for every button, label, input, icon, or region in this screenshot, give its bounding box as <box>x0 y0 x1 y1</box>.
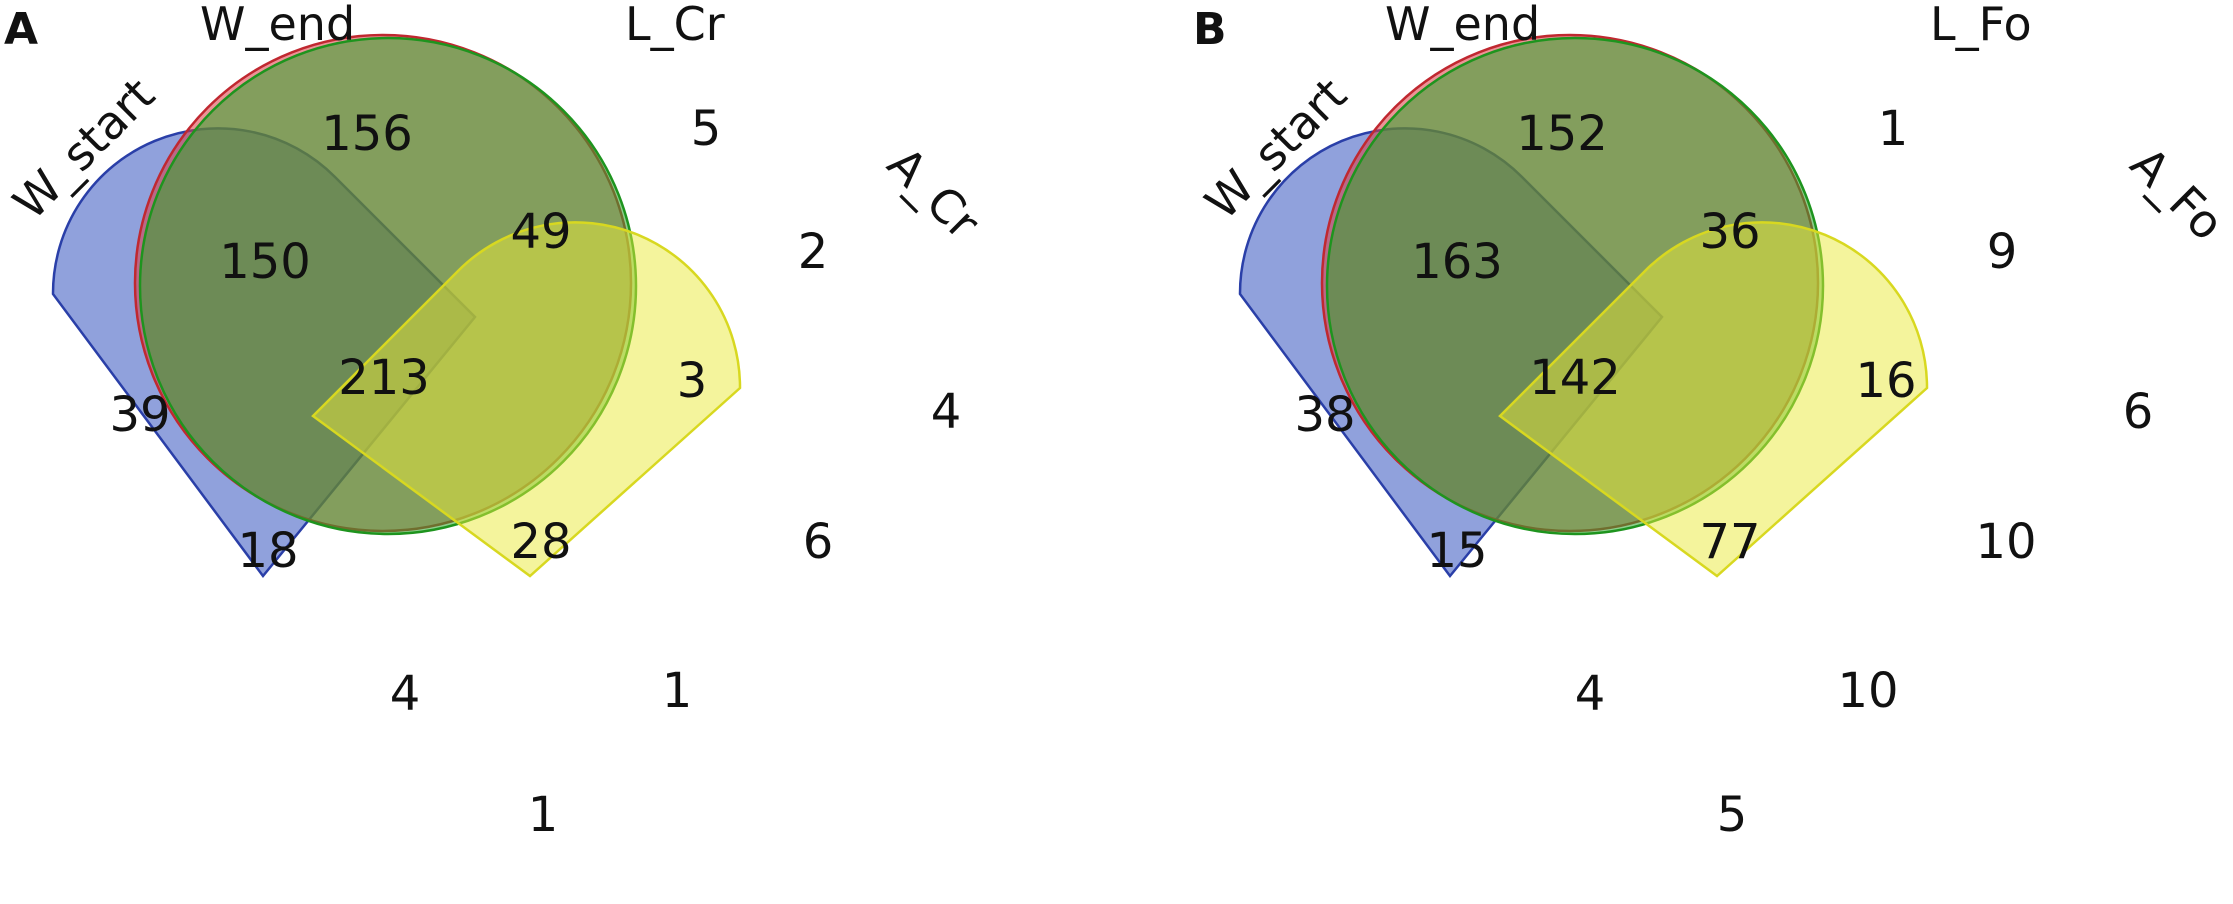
count-w-end-l: 49 <box>510 204 571 260</box>
set-label-a-a: A_Cr <box>877 137 990 250</box>
panel-label-a: A <box>4 4 38 55</box>
count-w-end-l-a: 16 <box>1855 353 1916 409</box>
set-a-shape <box>311 221 742 578</box>
count-w-start-l: 15 <box>1426 523 1487 579</box>
count-only-a: 6 <box>2123 384 2154 440</box>
count-w-start-l-a: 4 <box>1575 666 1606 722</box>
set-label-a-b: A_Fo <box>2120 137 2233 251</box>
set-label-w-end-a: W_end <box>200 0 355 51</box>
venn-panel-b: B W_end L_Fo W_start A_Fo 38 152 1 6 163… <box>1193 0 2233 843</box>
set-label-l-a: L_Cr <box>625 0 725 51</box>
count-only-w-start: 39 <box>109 387 170 443</box>
count-w-start-a: 1 <box>528 787 559 843</box>
panel-label-b: B <box>1193 4 1227 55</box>
count-w-start-w-end-a: 10 <box>1837 663 1898 719</box>
count-w-start-w-end-a: 1 <box>662 663 693 719</box>
count-w-end-a: 10 <box>1975 514 2036 570</box>
count-l-a: 2 <box>798 224 829 280</box>
count-w-start-l-a: 4 <box>390 666 421 722</box>
set-label-w-end-b: W_end <box>1385 0 1540 51</box>
count-w-start-a: 5 <box>1717 787 1748 843</box>
count-w-start-w-end: 163 <box>1411 234 1503 290</box>
count-only-w-end: 152 <box>1516 106 1608 162</box>
count-w-end-l: 36 <box>1699 204 1760 260</box>
count-w-start-w-end: 150 <box>219 234 311 290</box>
count-w-end-l-a: 3 <box>677 353 708 409</box>
count-all-four: 77 <box>1699 514 1760 570</box>
count-w-start-w-end-l: 142 <box>1529 350 1621 406</box>
count-only-w-end: 156 <box>321 106 413 162</box>
count-only-l: 5 <box>691 101 722 157</box>
count-w-start-w-end-l: 213 <box>338 350 430 406</box>
venn-panel-a: A W_end L_Cr W_start A_Cr 39 156 5 4 150… <box>3 0 990 843</box>
count-l-a: 9 <box>1987 224 2018 280</box>
count-only-l: 1 <box>1878 101 1909 157</box>
count-only-w-start: 38 <box>1294 387 1355 443</box>
count-all-four: 28 <box>510 514 571 570</box>
count-w-end-a: 6 <box>803 514 834 570</box>
count-only-a: 4 <box>931 384 962 440</box>
count-w-start-l: 18 <box>237 523 298 579</box>
set-label-l-b: L_Fo <box>1930 0 2032 51</box>
set-a-shape <box>1498 221 1929 578</box>
